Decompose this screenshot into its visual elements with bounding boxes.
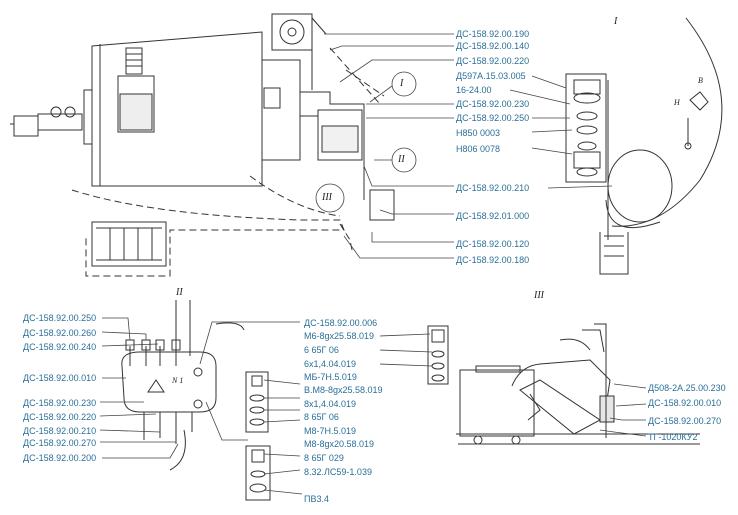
v2-callout-006: ДС-158.92.00.006 bbox=[304, 318, 378, 328]
v3-callout-d508: Д508-2А.25.00.230 bbox=[648, 383, 726, 393]
v2-callout-pv3-4: ПВ3.4 bbox=[304, 494, 329, 504]
letter-v: В bbox=[698, 76, 703, 85]
v2-callout-230: ДС-158.92.00.230 bbox=[23, 398, 97, 408]
callout-d597a: Д597А.15.03.005 bbox=[456, 71, 526, 81]
view-ii bbox=[121, 300, 245, 471]
v2-callout-mb-7n: МБ-7Н.5.019 bbox=[304, 372, 357, 382]
junction-box-label: N 1 bbox=[172, 376, 184, 385]
v2-callout-m8-8gx20: М8-8gx20.58.019 bbox=[304, 439, 375, 449]
marker-iii: III bbox=[322, 192, 332, 203]
v2-callout-m8-7n: М8-7Н.5.019 bbox=[304, 426, 357, 436]
callout-n806: Н806 0078 bbox=[456, 144, 501, 154]
callout-n850: Н850 0003 bbox=[456, 128, 501, 138]
v2-callout-250: ДС-158.92.00.250 bbox=[23, 313, 97, 323]
callout-190: ДС-158.92.00.190 bbox=[456, 29, 530, 39]
view-title-ii: II bbox=[176, 287, 183, 298]
v2-callout-220: ДС-158.92.00.220 bbox=[23, 412, 97, 422]
v2-callout-8-65g-06: 8 65Г 06 bbox=[304, 412, 339, 422]
v2-callout-260: ДС-158.92.00.260 bbox=[23, 328, 97, 338]
v3-callout-010: ДС-158.92.00.010 bbox=[648, 398, 722, 408]
v3-callout-270: ДС-158.92.00.270 bbox=[648, 416, 722, 426]
marker-i: I bbox=[400, 78, 404, 89]
view-title-i: I bbox=[614, 16, 618, 27]
main-leader-lines bbox=[315, 33, 454, 259]
callout-16-24: 16-24.00 bbox=[456, 85, 492, 95]
v2-callout-010: ДС-158.92.00.010 bbox=[23, 373, 97, 383]
dashed-outlines bbox=[71, 47, 385, 277]
callout-250: ДС-158.92.00.250 bbox=[456, 113, 530, 123]
v2-callout-8-65g-029: 8 65Г 029 bbox=[304, 453, 344, 463]
v2-callout-210: ДС-158.92.00.210 bbox=[23, 426, 97, 436]
callout-120: ДС-158.92.00.120 bbox=[456, 239, 530, 249]
main-assembly-view bbox=[10, 13, 395, 267]
view-iii-leaders bbox=[599, 383, 647, 437]
view-i bbox=[565, 17, 723, 275]
v2-callout-8-32-ls59: 8.32.ЛС59-1.039 bbox=[304, 467, 372, 477]
callout-140: ДС-158.92.00.140 bbox=[456, 41, 530, 51]
v2-callout-m6-bolt: М6-8gx25.58.019 bbox=[304, 331, 375, 341]
v2-callout-240: ДС-158.92.00.240 bbox=[23, 342, 97, 352]
v3-callout-tg1020: ТГ-1020КУ2 bbox=[648, 432, 698, 442]
callout-180: ДС-158.92.00.180 bbox=[456, 255, 530, 265]
view-iii bbox=[456, 323, 700, 445]
v2-callout-200: ДС-158.92.00.200 bbox=[23, 453, 97, 463]
callout-230: ДС-158.92.00.230 bbox=[456, 99, 530, 109]
v2-callout-6-65g: 6 65Г 06 bbox=[304, 345, 339, 355]
letter-n: Н bbox=[674, 98, 680, 107]
v2-callout-vm8: В.М8-8gx25.58.019 bbox=[304, 385, 383, 395]
callout-220: ДС-158.92.00.220 bbox=[456, 56, 530, 66]
view-ii-leaders bbox=[99, 317, 300, 459]
view-ii-right-leaders bbox=[263, 333, 433, 495]
v2-callout-8x1-4: 8х1,4.04.019 bbox=[304, 399, 357, 409]
marker-ii: II bbox=[398, 154, 405, 165]
v2-callout-270: ДС-158.92.00.270 bbox=[23, 438, 97, 448]
callout-01-000: ДС-158.92.01.000 bbox=[456, 211, 530, 221]
v2-callout-6x1-4: 6х1,4.04.019 bbox=[304, 359, 357, 369]
view-i-leaders bbox=[509, 75, 613, 189]
view-title-iii: III bbox=[534, 290, 544, 301]
callout-210: ДС-158.92.00.210 bbox=[456, 183, 530, 193]
